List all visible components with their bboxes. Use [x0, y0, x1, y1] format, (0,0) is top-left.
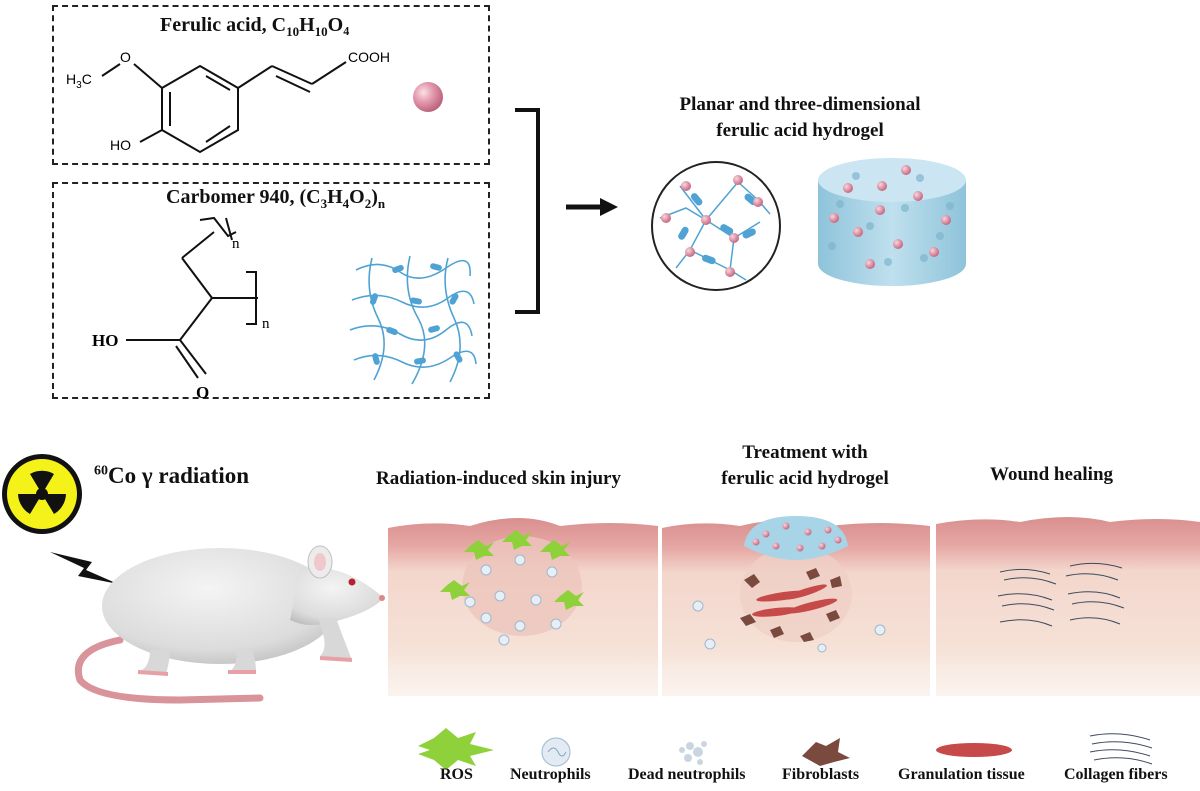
- rat-icon: [75, 545, 385, 704]
- ferulic-acid-box: [52, 5, 490, 165]
- radiation-title: 60Co γ radiation: [94, 463, 250, 488]
- granulation-tissue-icon: [936, 743, 1012, 757]
- legend-granulation-tissue-label: Granulation tissue: [898, 766, 1025, 783]
- collagen-fiber-icon: [1089, 733, 1153, 765]
- legend-fibroblasts-label: Fibroblasts: [782, 766, 860, 783]
- neutrophil-icon: [541, 737, 571, 767]
- ferulic-acid-structure: H3C O COOH HO: [66, 49, 443, 154]
- skin-panel-injury: [388, 518, 658, 696]
- legend-collagen-fibers-label: Collagen fibers: [1064, 766, 1168, 783]
- carbomer-title: Carbomer 940, (C3H4O2)n: [166, 186, 386, 211]
- oxygen-label: O: [120, 49, 131, 65]
- fibroblast-icon: [802, 738, 850, 766]
- hydroxyl-label: HO: [110, 137, 131, 153]
- panel-healing-title: Wound healing: [990, 464, 1114, 485]
- methoxy-label: H3C: [66, 71, 92, 91]
- panel-treatment-title: Treatment with ferulic acid hydrogel: [721, 442, 889, 489]
- svg-text:n: n: [262, 316, 270, 332]
- svg-text:n: n: [232, 236, 240, 252]
- panel-injury-title: Radiation-induced skin injury: [376, 468, 621, 489]
- lightning-icon: [50, 552, 118, 584]
- ferulic-bead-icon: [413, 82, 443, 112]
- ferulic-acid-title: Ferulic acid, C10H10O₄: [160, 14, 350, 39]
- radiation-hazard-icon: [2, 454, 118, 584]
- hydrogel-cylinder-icon: [818, 158, 966, 286]
- dead-neutrophil-icon: [679, 741, 707, 765]
- skin-panels: [388, 516, 1200, 696]
- carbomer-hydroxyl-label: HO: [92, 331, 118, 350]
- planar-hydrogel-icon: [651, 161, 781, 291]
- legend-neutrophils-label: Neutrophils: [510, 766, 591, 783]
- skin-panel-healing: [936, 517, 1200, 696]
- carbomer-oxygen-label: O: [196, 383, 209, 402]
- skin-panel-treatment: [662, 516, 930, 696]
- legend-ros-label: ROS: [440, 766, 473, 783]
- carbomer-box: [52, 182, 490, 399]
- legend-dead-neutrophils-label: Dead neutrophils: [628, 766, 746, 783]
- carbomer-structure: n n HO O: [92, 216, 477, 402]
- acid-label: COOH: [348, 49, 390, 65]
- ros-icon: [418, 728, 494, 770]
- bracket-arrow: [515, 108, 618, 314]
- hydrogel-title: Planar and three-dimensional ferulic aci…: [679, 94, 921, 141]
